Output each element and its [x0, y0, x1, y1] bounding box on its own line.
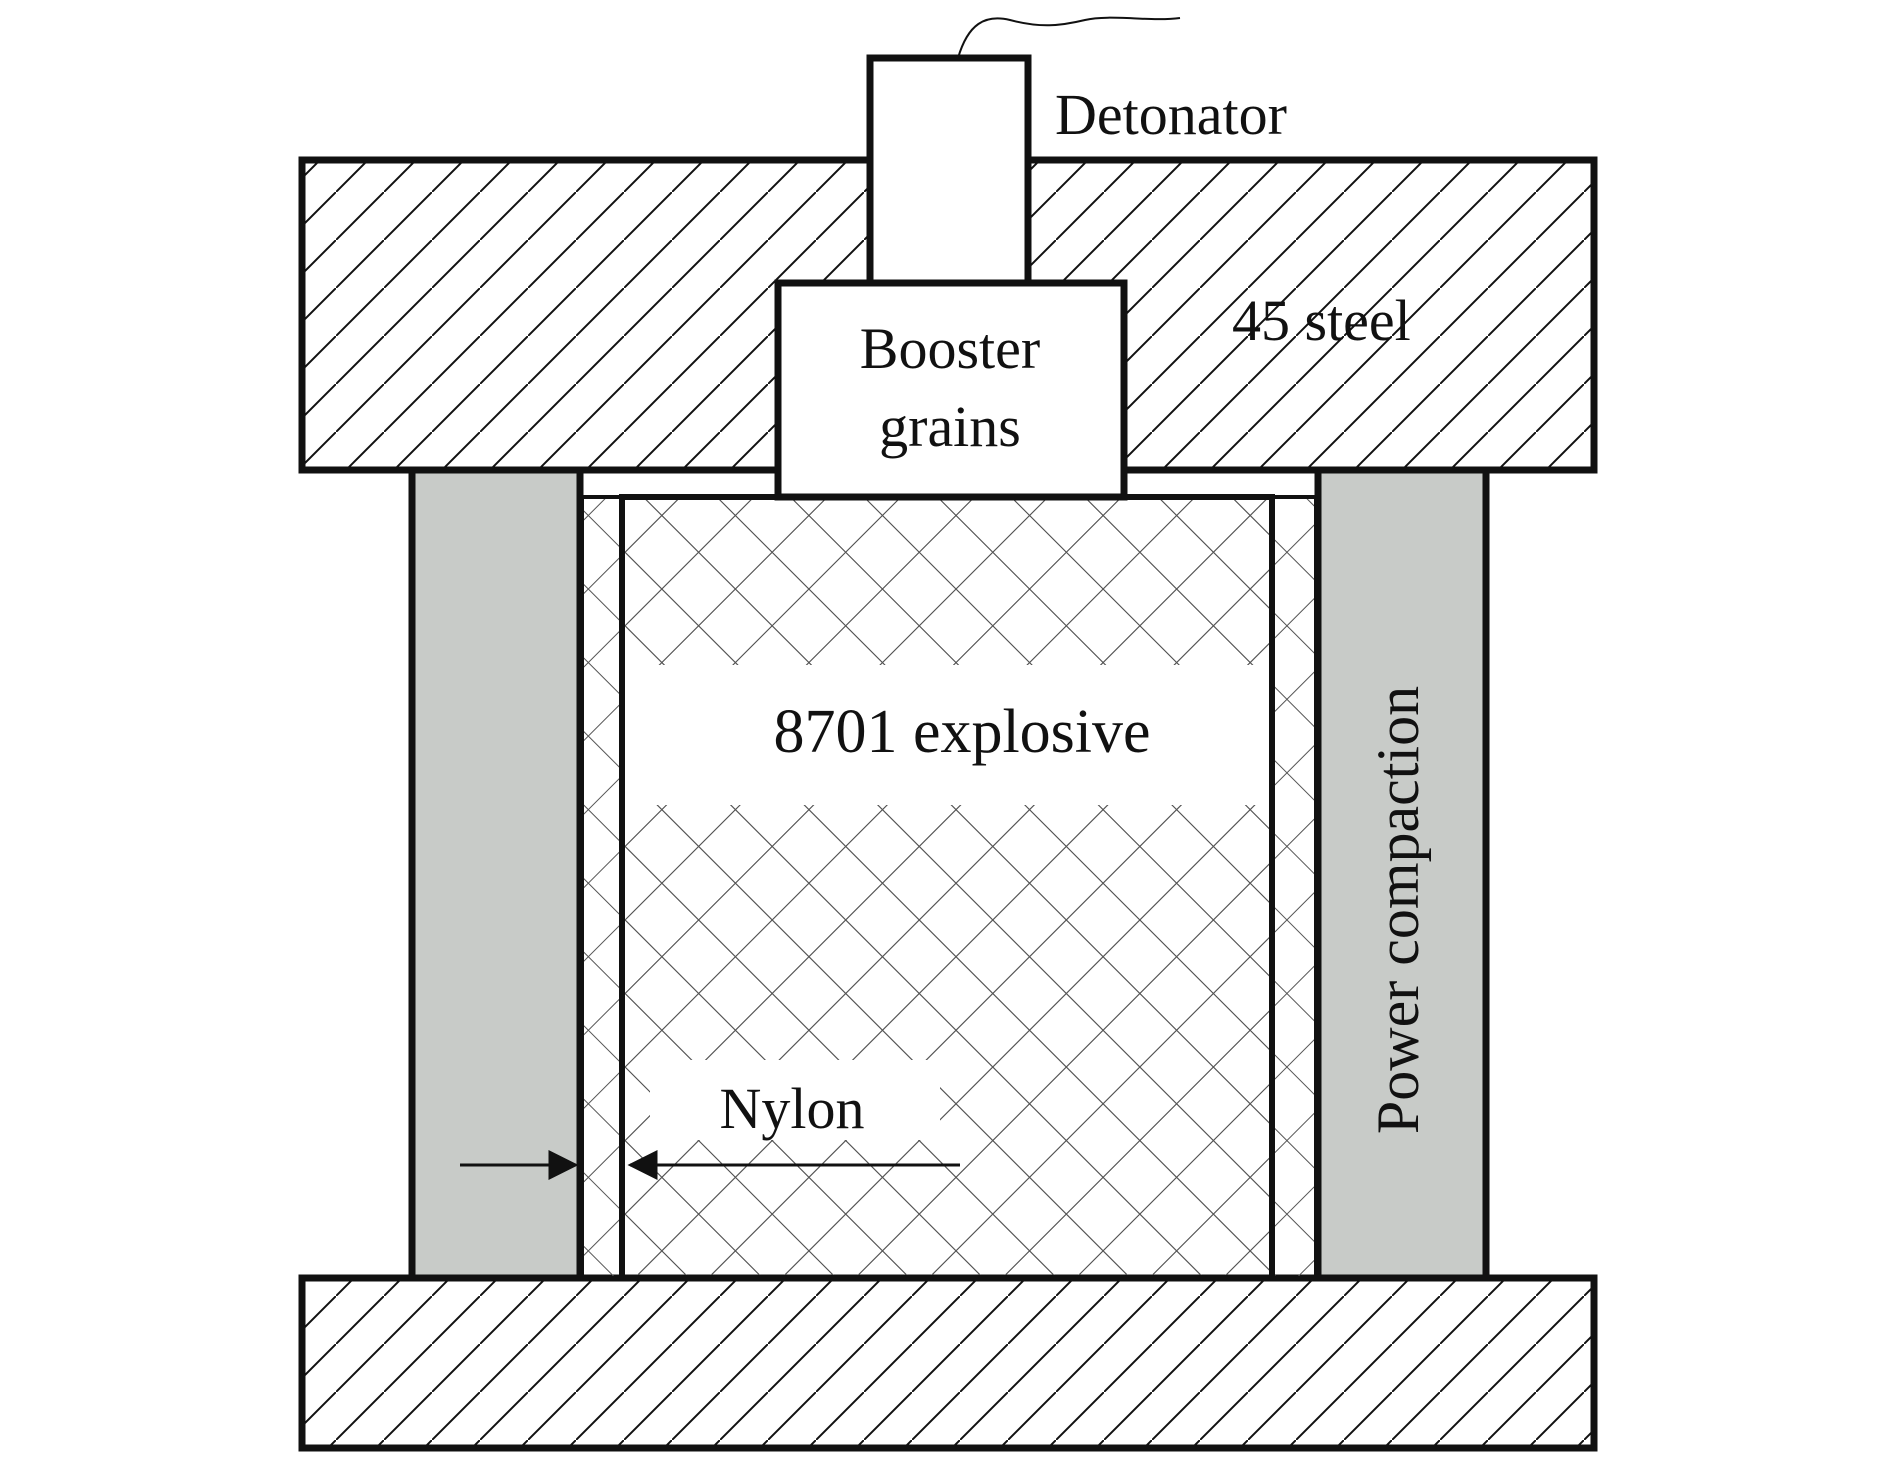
bottom-steel-plate — [298, 1274, 1598, 1452]
booster-label-line1: Booster — [860, 316, 1040, 381]
nylon-label-band — [650, 1060, 940, 1140]
detonator-body — [866, 54, 1032, 287]
powder-column-left — [408, 466, 584, 1282]
explosive-label: 8701 explosive — [773, 698, 1150, 766]
booster-label-line2: grains — [879, 394, 1021, 459]
nylon-label: Nylon — [720, 1076, 865, 1141]
explosive-charge — [619, 494, 1275, 1281]
detonator-wire — [957, 16, 1181, 59]
steel-label: 45 steel — [1232, 288, 1411, 353]
powder-column-right — [1314, 466, 1490, 1282]
powder-compaction-label: Power compaction — [1365, 686, 1431, 1134]
detonator-label: Detonator — [1055, 82, 1287, 147]
explosive-label-band — [625, 665, 1269, 805]
